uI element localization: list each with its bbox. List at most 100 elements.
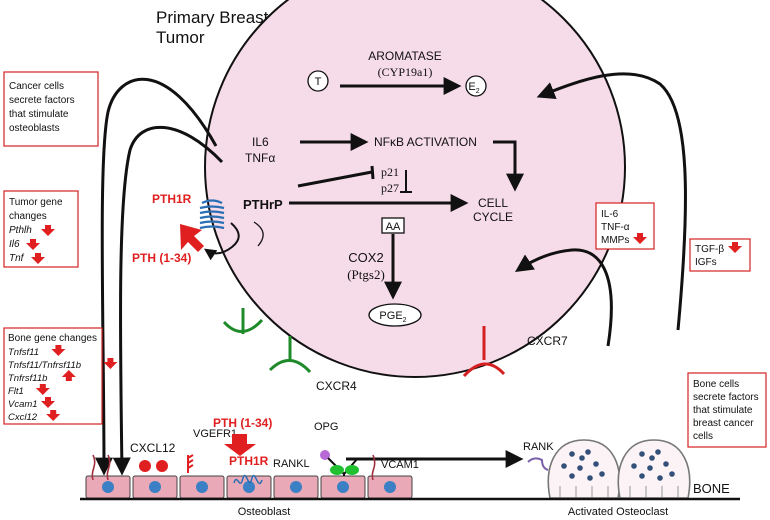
cell-cycle-label-2: CYCLE [473,210,513,224]
pth1r-inhibition [253,221,264,247]
estradiol-label: E2 [468,81,479,95]
tumor-gene-title-line2: changes [9,211,47,222]
osteoblast-nucleus [102,481,114,493]
bone-cells-note-box [687,372,767,448]
nfkb-activation-label: NFκB ACTIVATION [374,135,477,149]
bone-gene-item: Flt1 [8,386,24,397]
il6-group-line3: MMPs [601,235,629,246]
pth1r-feedback-arrow [204,222,240,261]
down-arrow-icon [103,358,118,369]
bone-cells-note-line2: secrete factors [693,392,759,403]
bone-pth-ligand-label: PTH (1-34) [213,416,272,430]
osteoclast-cells [547,439,691,499]
bone-gene-item: Cxcl12 [8,412,38,423]
pge2-node [368,303,422,327]
testosterone-node [307,70,329,92]
cxcr4-receptor-lower [268,336,312,374]
pth-ligand-arrow [180,224,204,252]
vcam1-receptor [371,454,376,481]
osteoclast-nucleus [599,471,605,477]
il6-group-line2: TNF-α [601,222,630,233]
cancer-cells-note-line2: secrete factors [9,95,75,106]
cancer-cells-note-line4: osteoblasts [9,123,60,134]
aromatase-label: AROMATASE [368,49,442,63]
osteoclast-nucleus [639,451,645,457]
arachidonic-acid-label: AA [386,221,401,233]
tgf-group-line2: IGFs [695,257,717,268]
bone-cells-note-line5: cells [693,431,713,442]
p27-label: p27 [381,181,399,195]
pth1r-receptor [199,199,225,230]
bone-gene-item: Vcam1 [8,399,38,410]
osteoblast-nucleus [149,481,161,493]
tumor-to-bone-arrow-outer [94,77,218,476]
bone-cells-note-line4: breast cancer [693,418,754,429]
bone-to-tumor-arrow-upper [536,72,687,331]
diagram-title-line1: Primary Breast [156,8,269,27]
tumor-gene-down-arrows [26,225,55,264]
il6-label: IL6 [252,135,269,149]
osteoblast-nucleus [196,481,208,493]
osteoblast-label: Osteoblast [238,506,291,518]
down-arrow-icon [41,397,55,408]
osteoblast-nucleus [290,481,302,493]
tumor-cell [204,0,626,378]
vegfr1-label: VGEFR1 [193,428,237,440]
bone-pth-ligand-arrow [224,434,256,456]
osteoclast-nucleus [663,461,669,467]
opg-label: OPG [314,421,338,433]
tumor-to-bone-arrow-inner [112,126,224,476]
rankl-label: RANKL [273,458,310,470]
osteoclast-nucleus [587,475,593,481]
osteoclast-nucleus [561,463,567,469]
tumor-gene-title-line1: Tumor gene [9,197,63,208]
opg-molecule [320,450,330,460]
bone-gene-note-box [3,327,103,425]
il6-group-line1: IL-6 [601,209,619,220]
bone-label: BONE [693,481,730,496]
bone-cells-note-line3: that stimulate [693,405,753,416]
osteoclast-nucleus [569,451,575,457]
cancer-cells-note-line1: Cancer cells [9,81,64,92]
testosterone-label: T [315,76,322,88]
osteoclast-nucleus [585,449,591,455]
tumor-gene-il6: Il6 [9,239,20,250]
tgf-group-note-box [689,238,751,272]
down-arrow-icon [46,410,61,421]
up-arrow-icon [61,370,76,381]
cxcr4-label: CXCR4 [316,379,357,393]
pge2-label: PGE2 [379,310,406,324]
down-arrow-icon [35,384,50,395]
ptgs2-label: (Ptgs2) [347,267,385,282]
cxcl12-dots [139,460,168,472]
bone-gene-item: Tnfsf11/Tnfrsf11b [8,360,81,371]
activated-osteoclast-label: Activated Osteoclast [568,506,668,518]
rankl-molecules [330,465,359,475]
osteoclast-nucleus [657,475,663,481]
osteoclast-nucleus [647,465,653,471]
tnfa-label: TNFα [245,151,275,165]
cxcl12-label: CXCL12 [130,441,176,455]
vcam1-label: VCAM1 [381,459,419,471]
osteoclast-nucleus [669,471,675,477]
osteoclast-nucleus [593,461,599,467]
tgf-group-line1: TGF-β [695,244,724,255]
osteoclast-nucleus [577,465,583,471]
osteoblast-nucleus [337,481,349,493]
bone-gene-title: Bone gene changes [8,333,97,344]
osteoblast-nucleus [384,481,396,493]
nfkb-to-cell-cycle-arrow [493,140,524,192]
tumor-gene-tnf: Tnf [9,253,25,264]
arachidonic-acid-box [381,217,405,234]
cxcr4-receptor-upper [222,308,264,334]
osteoblast-nucleus [243,481,255,493]
osteoclast-nucleus [649,455,655,461]
down-arrow-icon [51,345,66,356]
bone-gene-item: Tnfsf11 [8,347,39,358]
cxcr7-receptor [462,326,506,378]
opg-rankl-connector [327,457,359,476]
bone-pth1r-label: PTH1R [229,454,269,468]
cancer-cells-note-line3: that stimulate [9,109,69,120]
rank-receptor [527,457,549,471]
